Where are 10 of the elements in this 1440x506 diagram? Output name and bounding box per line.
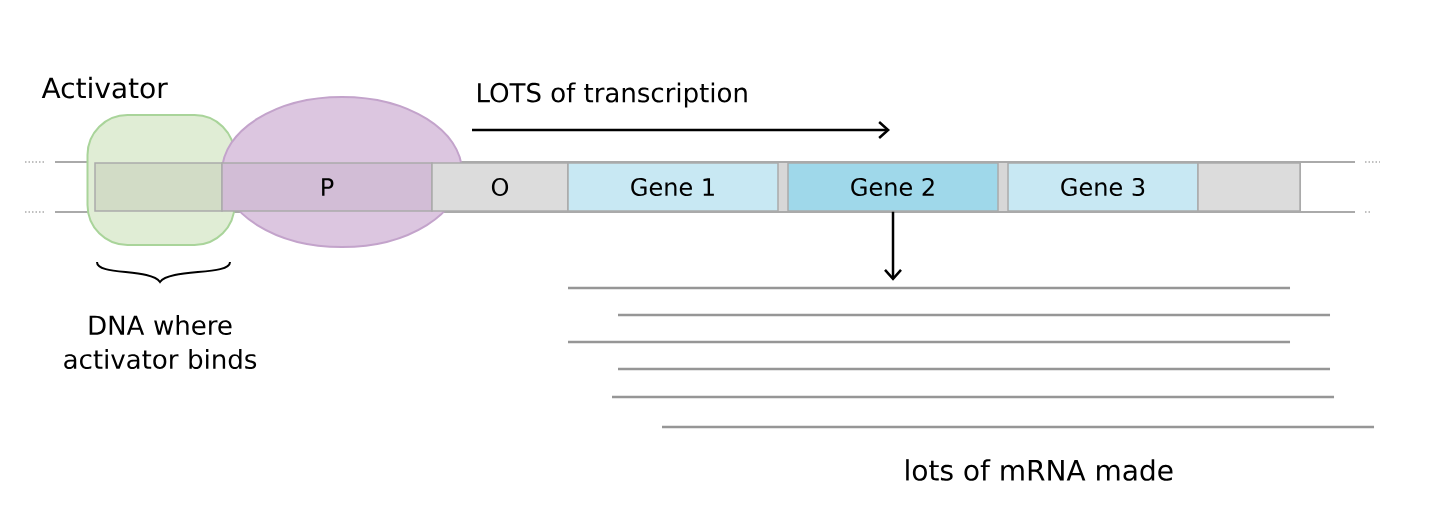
dna-segment: [1197, 162, 1301, 212]
label-text: DNA where activator binds: [64, 314, 257, 370]
mrna-strands-drawing: lots of mRNA made: [568, 286, 1374, 481]
gene-box: Gene 3: [1007, 162, 1199, 212]
gene-box: Gene 1: [567, 162, 779, 212]
node-label: Activator: [41, 76, 168, 99]
gene-box: Gene 2: [787, 162, 999, 212]
arrow: [884, 211, 902, 281]
label-text: LOTS of transcription: [478, 82, 747, 108]
dna-segment: O: [431, 162, 569, 212]
